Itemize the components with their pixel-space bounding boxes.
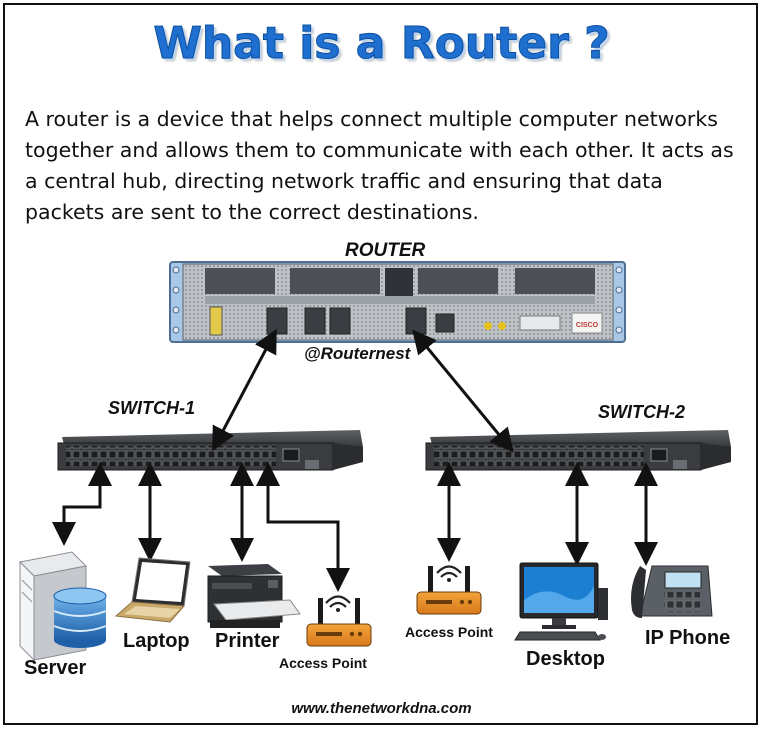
access-point-2-icon — [416, 565, 482, 615]
switch-2-label: SWITCH-2 — [598, 402, 685, 422]
router-mount-holes — [172, 266, 623, 334]
laptop-label: Laptop — [123, 630, 190, 652]
desktop-icon — [514, 562, 608, 641]
router-brand-logo: CISCO — [576, 322, 599, 329]
desktop-label: Desktop — [526, 648, 605, 670]
switch1-server-link — [52, 462, 112, 546]
laptop-icon — [114, 557, 191, 623]
printer-icon — [207, 564, 301, 628]
access-point-1-icon — [306, 595, 372, 647]
server-label: Server — [24, 657, 87, 679]
server-icon — [18, 551, 107, 662]
footer-url: www.thenetworkdna.com — [291, 700, 472, 717]
ip-phone-icon — [631, 565, 713, 618]
switch-1-device — [57, 430, 363, 471]
description-text: A router is a device that helps connect … — [25, 107, 734, 224]
switch-1-label: SWITCH-1 — [108, 398, 195, 418]
printer-label: Printer — [215, 630, 280, 652]
access-point-1-label: Access Point — [279, 655, 367, 671]
router-watermark: @Routernest — [304, 344, 411, 363]
router-device — [169, 261, 626, 343]
access-point-2-label: Access Point — [405, 624, 493, 640]
switch-2-device — [425, 430, 731, 471]
switch1-accesspoint-link — [256, 462, 350, 592]
router-label: ROUTER — [345, 240, 426, 261]
connection-arrows — [52, 328, 658, 592]
page-title: What is a Router ? — [153, 18, 610, 70]
router-switch1-link — [212, 328, 277, 452]
ip-phone-label: IP Phone — [645, 627, 731, 649]
router-switch2-link — [412, 329, 514, 453]
